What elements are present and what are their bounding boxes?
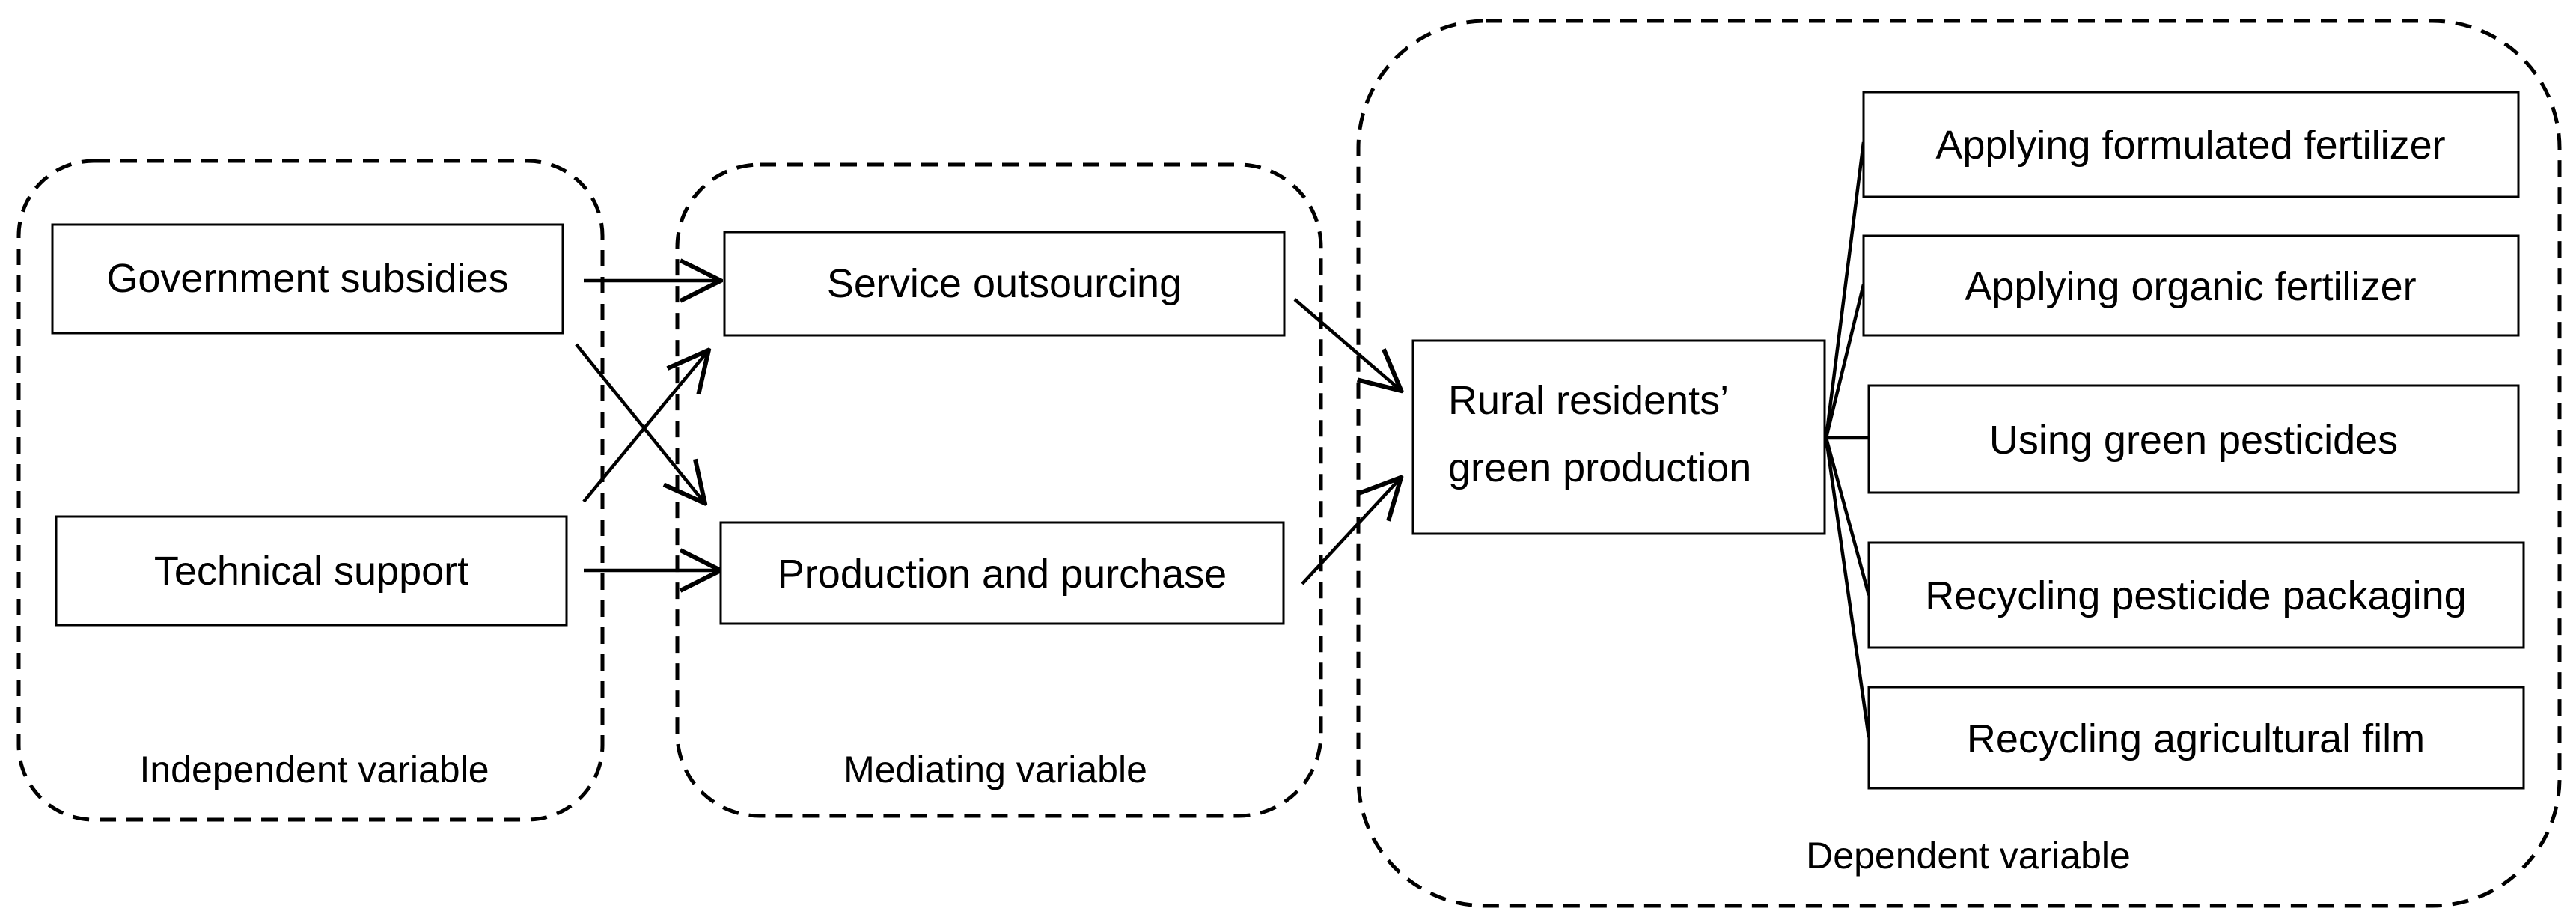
node-green-pesticides-box <box>1867 384 2520 494</box>
edge-subsidies-to-production <box>575 343 703 502</box>
node-technical-support-label: Technical support <box>154 549 468 594</box>
node-government-subsidies-label: Government subsidies <box>106 256 508 301</box>
node-service-outsourcing-label: Service outsourcing <box>827 261 1182 306</box>
node-agricultural-film-box <box>1867 686 2525 790</box>
node-organic-fertilizer-box <box>1862 234 2520 337</box>
node-pesticide-packaging-label: Recycling pesticide packaging <box>1925 573 2466 618</box>
group-independent-frame <box>16 159 605 822</box>
node-service-outsourcing-box <box>723 231 1286 337</box>
group-dependent-label: Dependent variable <box>1806 835 2131 877</box>
branch-agricultural-film <box>1824 437 1871 738</box>
edge-production-to-green <box>1301 479 1400 585</box>
node-service-outsourcing: Service outsourcing <box>723 231 1286 337</box>
node-agricultural-film-label: Recycling agricultural film <box>1967 716 2425 761</box>
node-formulated-fertilizer: Applying formulated fertilizer <box>1862 91 2520 198</box>
edge-outsourcing-to-green <box>1293 298 1400 389</box>
node-production-purchase-box <box>719 521 1285 625</box>
group-independent: Independent variable <box>16 159 605 822</box>
node-formulated-fertilizer-box <box>1862 91 2520 198</box>
node-government-subsidies: Government subsidies <box>51 223 564 335</box>
node-green-pesticides: Using green pesticides <box>1867 384 2520 494</box>
node-organic-fertilizer: Applying organic fertilizer <box>1862 234 2520 337</box>
group-mediating-label: Mediating variable <box>843 749 1147 790</box>
group-dependent-frame <box>1356 19 2562 908</box>
node-technical-support-box <box>55 515 568 627</box>
node-green-pesticides-label: Using green pesticides <box>1989 418 2398 463</box>
indicator-branches <box>1824 141 1871 738</box>
branch-formulated-fertilizer <box>1824 141 1866 439</box>
node-green-production-line1: Rural residents’ <box>1448 378 1729 423</box>
node-production-purchase: Production and purchase <box>719 521 1285 625</box>
node-agricultural-film: Recycling agricultural film <box>1867 686 2525 790</box>
branch-pesticide-packaging <box>1824 437 1871 596</box>
node-green-production: Rural residents’ green production <box>1411 339 1826 535</box>
branch-organic-fertilizer <box>1824 284 1866 439</box>
node-pesticide-packaging: Recycling pesticide packaging <box>1867 541 2525 649</box>
group-dependent: Dependent variable <box>1356 19 2562 908</box>
group-independent-label: Independent variable <box>139 749 489 790</box>
node-government-subsidies-box <box>51 223 564 335</box>
node-production-purchase-label: Production and purchase <box>778 552 1227 597</box>
node-green-production-line2: green production <box>1448 445 1751 490</box>
node-formulated-fertilizer-label: Applying formulated fertilizer <box>1935 123 2445 168</box>
node-technical-support: Technical support <box>55 515 568 627</box>
node-organic-fertilizer-label: Applying organic fertilizer <box>1965 264 2416 309</box>
node-green-production-box <box>1411 339 1826 535</box>
edge-technical-to-outsourcing <box>582 352 707 503</box>
node-pesticide-packaging-box <box>1867 541 2525 649</box>
